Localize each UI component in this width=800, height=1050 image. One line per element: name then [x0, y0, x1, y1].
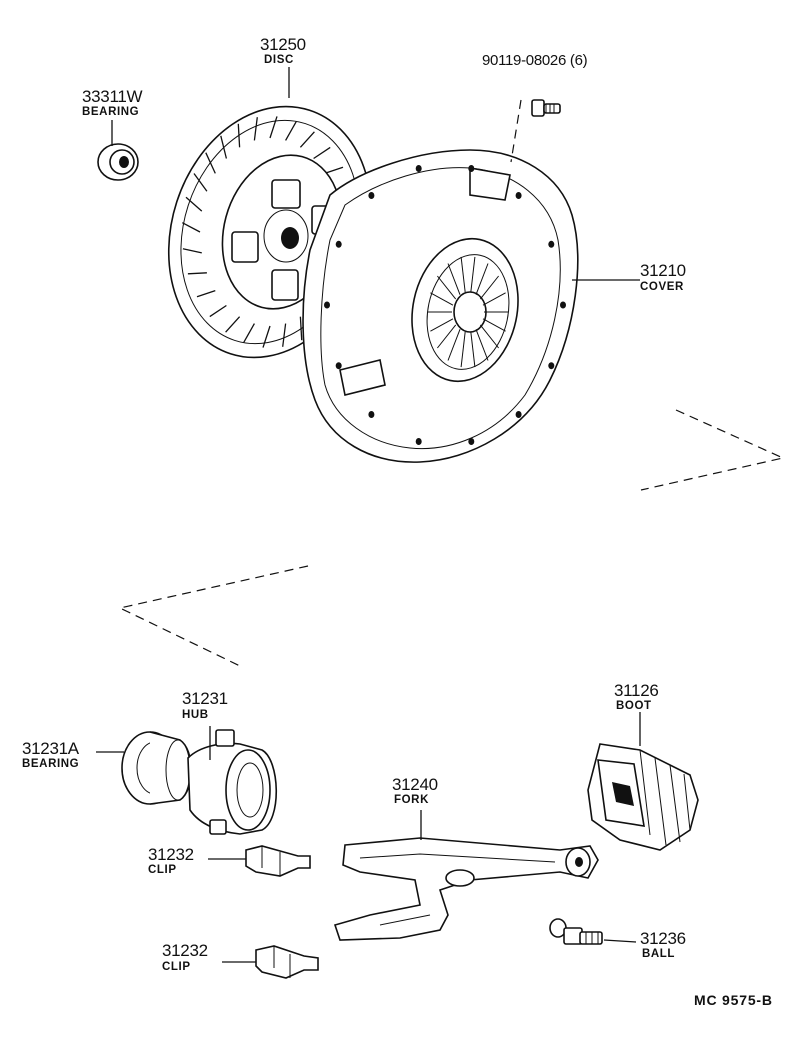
disc-part-number: 31250 [260, 35, 306, 54]
diaphragm-finger [437, 275, 457, 300]
disc-slot-mark [196, 289, 216, 298]
disc-slot-mark [237, 123, 241, 148]
diaphragm-finger [479, 324, 499, 349]
cover-bolt-hole [560, 301, 566, 309]
bearing-top-part-number: 33311W [82, 87, 143, 106]
diaphragm-finger [430, 292, 454, 306]
fork-part-number: 31240 [392, 775, 438, 794]
disc-slot-mark [187, 272, 207, 275]
boot-drawing [587, 743, 699, 851]
diaphragm-finger [437, 324, 457, 349]
disc-slot-mark [299, 316, 303, 341]
disc-part-name: DISC [264, 54, 294, 66]
diaphragm-finger [475, 329, 489, 361]
disc-slot-mark [209, 304, 227, 318]
pilot-bearing-drawing [97, 143, 139, 181]
hub-part-number: 31231 [182, 689, 228, 708]
diaphragm-finger [482, 318, 506, 332]
disc-slot-mark [324, 166, 344, 175]
ball-part-name: BALL [642, 948, 676, 960]
disc-slot-mark [269, 116, 278, 139]
cover-bolt-hole [368, 411, 375, 418]
diaphragm-finger [470, 331, 476, 368]
clip-upper-part-number: 31232 [148, 845, 194, 864]
assembly-guide-upper [640, 409, 785, 491]
ball-drawing [549, 918, 603, 945]
disc-slot-mark [253, 117, 258, 141]
disc-slot-mark [193, 173, 208, 192]
bearing-top-part-name: BEARING [82, 106, 140, 118]
cover-bolt-hole [368, 192, 375, 199]
clip-lower-drawing [255, 945, 319, 979]
cover-bolt-hole [468, 165, 475, 172]
drawing-code: MC 9575-B [694, 992, 773, 1008]
fork-drawing [333, 837, 599, 941]
cover-bolt-hole [468, 438, 475, 445]
diaphragm-finger [447, 329, 461, 361]
diaphragm-finger [482, 292, 506, 306]
cover-bolt-hole [415, 165, 422, 172]
ball-part-number: 31236 [640, 929, 686, 948]
disc-slot-mark [285, 120, 297, 141]
fork-part-name: FORK [394, 794, 429, 806]
diaphragm-finger [460, 256, 466, 293]
disc-slot-mark [225, 316, 241, 333]
boot-part-name: BOOT [616, 700, 652, 712]
disc-slot-mark [243, 323, 255, 344]
clutch-cover-drawing [302, 149, 579, 463]
diaphragm-finger [460, 331, 466, 368]
diaphragm-finger [470, 256, 476, 293]
diaphragm-finger [479, 275, 499, 300]
cover-bolt-hole [324, 301, 330, 309]
clip-upper-drawing [245, 845, 311, 877]
cover-bolt-hole [548, 240, 555, 248]
disc-slot-mark [262, 325, 271, 348]
cover-part-name: COVER [640, 281, 684, 293]
clip-lower-part-number: 31232 [162, 941, 208, 960]
diaphragm-finger [447, 263, 461, 295]
cover-bolt-hole [335, 240, 342, 248]
disc-slot-mark [313, 146, 331, 160]
disc-slot-mark [205, 152, 216, 174]
clip-upper-part-name: CLIP [148, 864, 177, 876]
disc-slot-mark [299, 131, 315, 148]
release-bearing-part-name: BEARING [22, 758, 80, 770]
disc-slot-mark [182, 248, 202, 254]
disc-slot-mark [220, 135, 228, 159]
hub-drawing [187, 729, 277, 835]
cover-bolt-hole [548, 362, 555, 370]
boot-part-number: 31126 [614, 681, 659, 700]
diaphragm-finger [475, 263, 489, 295]
diaphragm-finger [430, 318, 454, 332]
release-bearing-drawing [121, 731, 192, 805]
cover-bolt-hole [335, 362, 342, 370]
release-bearing-part-number: 31231A [22, 739, 79, 758]
disc-slot-mark [185, 196, 203, 212]
bolt-leader-dash [510, 99, 522, 163]
bolt-drawing [531, 99, 561, 117]
disc-slot-mark [181, 222, 201, 233]
bolt-part-number: 90119-08026 (6) [482, 52, 588, 69]
disc-slot-mark [282, 323, 287, 347]
hub-part-name: HUB [182, 709, 209, 721]
assembly-guide-lower [118, 565, 309, 667]
clip-lower-part-name: CLIP [162, 961, 191, 973]
cover-bolt-hole [415, 438, 422, 445]
cover-part-number: 31210 [640, 261, 686, 280]
ball-leader [603, 939, 637, 943]
cover-bolt-hole [515, 192, 522, 199]
cover-bolt-hole [515, 411, 522, 418]
